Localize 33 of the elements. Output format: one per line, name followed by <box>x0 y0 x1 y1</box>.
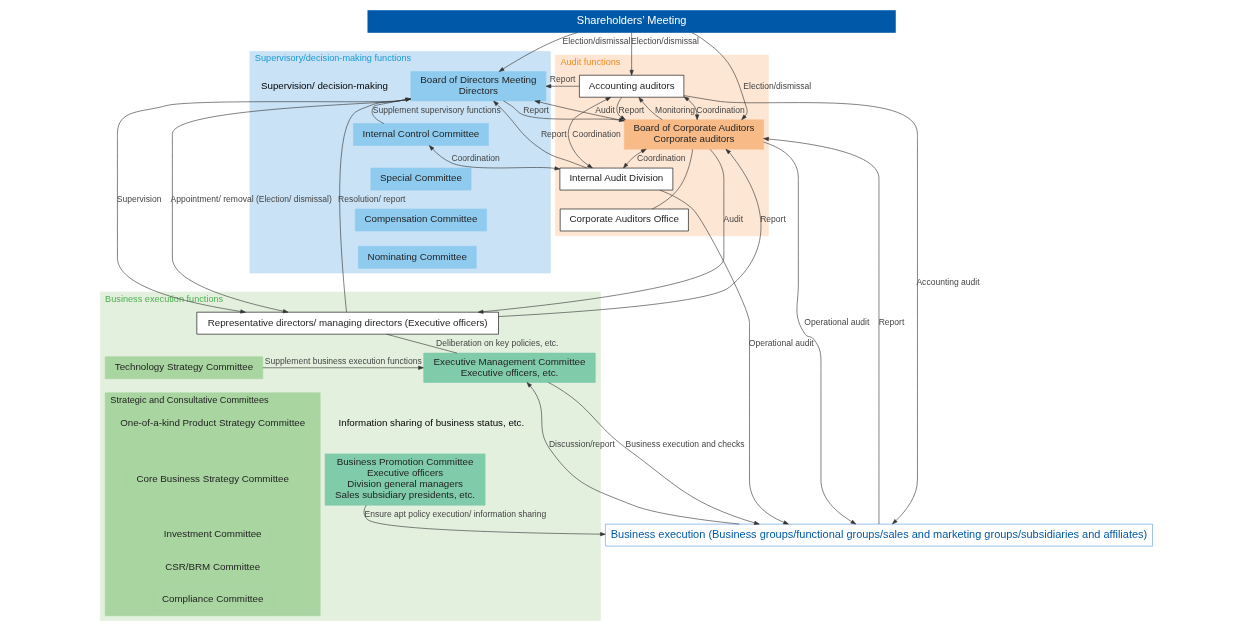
edge-label: Coordination <box>450 152 500 163</box>
edge-label: Audit <box>723 214 743 225</box>
node-text: Core Business Strategy Committee <box>135 472 289 484</box>
edge-label: Coordination <box>695 104 745 115</box>
edge-label: Ensure apt policy execution/ information sharing <box>364 508 546 519</box>
node-text: One-of-a-kind Product Strategy Committee <box>119 417 305 429</box>
edge-label: Operational audit <box>803 317 869 328</box>
edge-label: Report <box>540 128 567 139</box>
edge-label: Report <box>522 104 549 115</box>
edge-label: Deliberation on key policies, etc. <box>435 337 558 348</box>
label: Information sharing of business status, etc. <box>338 417 524 429</box>
edge-label: Resolution/ report <box>337 193 405 204</box>
node-text: CSR/BRM Committee <box>164 560 260 572</box>
edge-label: Audit <box>594 104 615 115</box>
edge-label: Appointment/ removal (Election/ dismissal) <box>170 193 332 204</box>
edge-label: Coordination <box>571 128 621 139</box>
edge-label: Supplement supervisory functions <box>372 104 501 115</box>
edge-label: Coordination <box>636 152 685 163</box>
node-text: Investment Committee <box>163 528 262 540</box>
edge-label: Election/dismissal <box>630 36 699 47</box>
edge-label: Election/dismissal <box>742 80 811 91</box>
edge-label: Report <box>549 74 575 85</box>
edge-label: Supplement business execution functions <box>264 355 422 366</box>
edge-label: Report <box>759 214 786 225</box>
label: Supervision/ decision-making <box>260 79 388 91</box>
edge-label: Supervision <box>116 193 161 204</box>
edge-label: Monitoring <box>654 104 695 115</box>
edge-label: Report <box>618 104 644 115</box>
edge-label: Election/dismissal <box>562 36 630 47</box>
node-text: Compliance Committee <box>161 593 263 605</box>
edge-label: Business execution and checks <box>625 438 745 449</box>
edge-label: Report <box>878 317 904 328</box>
edge-label: Discussion/report <box>548 438 615 449</box>
